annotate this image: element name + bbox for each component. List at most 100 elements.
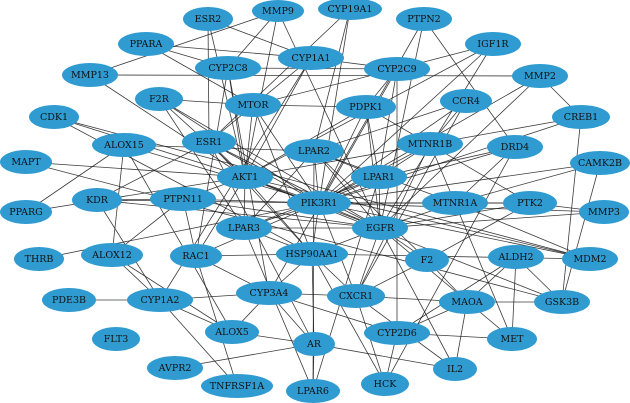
node-cxcr1[interactable]: CXCR1 xyxy=(327,284,385,308)
node-ellipse xyxy=(225,93,281,117)
node-lpar6[interactable]: LPAR6 xyxy=(286,379,340,403)
node-pde3b[interactable]: PDE3B xyxy=(42,288,96,312)
node-mtnr1b[interactable]: MTNR1B xyxy=(397,132,463,156)
edge-pparg-alox15 xyxy=(25,144,125,213)
node-cyp19a1[interactable]: CYP19A1 xyxy=(318,0,382,20)
node-label: LPAR6 xyxy=(297,386,329,397)
node-label: PTPN2 xyxy=(407,14,440,25)
edge-mmp3-egfr xyxy=(379,211,605,229)
edge-kdr-egfr xyxy=(96,199,381,229)
node-camk2b[interactable]: CAMK2B xyxy=(570,151,630,175)
node-pik3r1[interactable]: PIK3R1 xyxy=(287,191,351,215)
node-ellipse xyxy=(397,132,463,156)
node-ptpn11[interactable]: PTPN11 xyxy=(150,187,216,211)
node-mapt[interactable]: MAPT xyxy=(0,150,52,174)
node-cyp1a2[interactable]: CYP1A2 xyxy=(127,288,193,312)
node-label: MMP3 xyxy=(588,207,620,218)
node-aldh2[interactable]: ALDH2 xyxy=(488,245,544,269)
node-mtor[interactable]: MTOR xyxy=(225,93,281,117)
node-ellipse xyxy=(534,290,590,314)
node-il2[interactable]: IL2 xyxy=(433,357,477,381)
node-mmp3[interactable]: MMP3 xyxy=(579,200,629,224)
node-drd4[interactable]: DRD4 xyxy=(487,135,543,159)
node-akt1[interactable]: AKT1 xyxy=(217,165,273,189)
node-lpar1[interactable]: LPAR1 xyxy=(351,165,407,189)
node-esr2[interactable]: ESR2 xyxy=(183,7,233,31)
node-cyp2c9[interactable]: CYP2C9 xyxy=(364,57,430,81)
node-ellipse xyxy=(318,0,382,20)
node-ellipse xyxy=(252,0,304,22)
node-esr1[interactable]: ESR1 xyxy=(182,130,236,154)
node-label: ALOX12 xyxy=(91,250,132,261)
node-ellipse xyxy=(81,243,143,267)
node-label: ALOX15 xyxy=(103,140,144,151)
node-mmp13[interactable]: MMP13 xyxy=(62,63,118,87)
node-label: HCK xyxy=(374,379,398,390)
node-alox12[interactable]: ALOX12 xyxy=(81,243,143,267)
node-ellipse xyxy=(14,247,64,271)
node-ellipse xyxy=(118,32,174,56)
node-label: HSP90AA1 xyxy=(285,249,338,260)
node-pdpk1[interactable]: PDPK1 xyxy=(336,95,396,119)
node-avpr2[interactable]: AVPR2 xyxy=(147,356,203,380)
node-tnfrsf1a[interactable]: TNFRSF1A xyxy=(201,374,273,398)
node-igf1r[interactable]: IGF1R xyxy=(465,32,521,56)
edge-drd4-pik3r1 xyxy=(318,146,516,204)
node-gsk3b[interactable]: GSK3B xyxy=(534,290,590,314)
edge-akt1-rac1 xyxy=(195,176,246,257)
node-maoa[interactable]: MAOA xyxy=(439,290,495,314)
node-cdk1[interactable]: CDK1 xyxy=(29,105,79,129)
node-ellipse xyxy=(42,288,96,312)
node-kdr[interactable]: KDR xyxy=(72,188,122,212)
node-label: MET xyxy=(501,334,525,345)
node-creb1[interactable]: CREB1 xyxy=(552,105,610,129)
node-ellipse xyxy=(465,32,521,56)
node-lpar2[interactable]: LPAR2 xyxy=(284,139,344,163)
edge-esr2-esr1 xyxy=(207,18,210,143)
node-label: MAPT xyxy=(11,157,41,168)
node-label: CXCR1 xyxy=(339,291,373,302)
node-ellipse xyxy=(72,188,122,212)
node-ellipse xyxy=(182,130,236,154)
node-alox15[interactable]: ALOX15 xyxy=(92,133,156,157)
node-mtnr1a[interactable]: MTNR1A xyxy=(422,191,488,215)
node-ptk2[interactable]: PTK2 xyxy=(503,191,557,215)
node-mdm2[interactable]: MDM2 xyxy=(562,247,618,271)
node-mmp9[interactable]: MMP9 xyxy=(252,0,304,22)
node-met[interactable]: MET xyxy=(487,327,537,351)
node-hck[interactable]: HCK xyxy=(361,372,409,396)
node-egfr[interactable]: EGFR xyxy=(352,216,408,240)
node-label: CYP19A1 xyxy=(328,4,373,15)
edge-mtnr1a-met xyxy=(454,202,513,340)
edge-cyp19a1-pik3r1 xyxy=(318,8,351,204)
node-ccr4[interactable]: CCR4 xyxy=(440,89,492,113)
edge-ptpn2-egfr xyxy=(379,18,425,229)
node-ptpn2[interactable]: PTPN2 xyxy=(396,7,452,31)
node-rac1[interactable]: RAC1 xyxy=(170,244,222,268)
edge-akt1-hsp90aa1 xyxy=(244,176,313,255)
edge-ar-il2 xyxy=(313,343,456,370)
node-ppara[interactable]: PPARA xyxy=(118,32,174,56)
node-cyp2c8[interactable]: CYP2C8 xyxy=(195,56,261,80)
node-mmp2[interactable]: MMP2 xyxy=(512,64,568,88)
node-ellipse xyxy=(422,191,488,215)
node-flt3[interactable]: FLT3 xyxy=(92,327,140,351)
node-thrb[interactable]: THRB xyxy=(14,247,64,271)
node-hsp90aa1[interactable]: HSP90AA1 xyxy=(276,242,348,266)
node-label: ESR2 xyxy=(195,14,222,25)
node-pparg[interactable]: PPARG xyxy=(0,200,52,224)
edge-camk2b-pik3r1 xyxy=(318,162,601,204)
node-cyp3a4[interactable]: CYP3A4 xyxy=(236,281,302,305)
node-ellipse xyxy=(512,64,568,88)
node-cyp1a1[interactable]: CYP1A1 xyxy=(278,46,344,70)
node-cyp2d6[interactable]: CYP2D6 xyxy=(364,321,430,345)
node-ar[interactable]: AR xyxy=(293,332,335,356)
node-f2[interactable]: F2 xyxy=(405,248,449,272)
edge-aldh2-met xyxy=(511,256,517,340)
node-ellipse xyxy=(201,374,273,398)
node-f2r[interactable]: F2R xyxy=(135,87,183,111)
node-ellipse xyxy=(0,200,52,224)
node-lpar3[interactable]: LPAR3 xyxy=(216,216,272,240)
node-ellipse xyxy=(287,191,351,215)
node-alox5[interactable]: ALOX5 xyxy=(205,320,259,344)
